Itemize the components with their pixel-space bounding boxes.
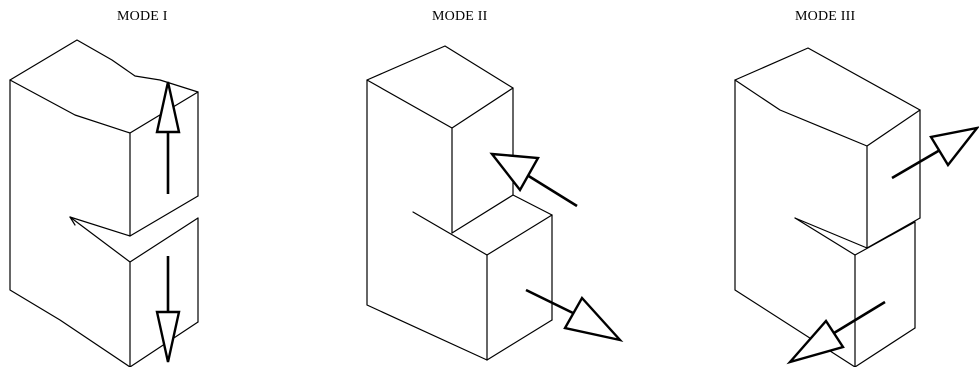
mode-3-left-edge xyxy=(734,79,856,367)
mode-2-back-arrow xyxy=(489,152,578,208)
mode-3-bottom-edge xyxy=(854,327,916,367)
mode-1-crack-upper-lip xyxy=(69,195,199,237)
mode-3-crack-lower xyxy=(794,217,856,256)
mode-3-in-arrow xyxy=(786,300,886,365)
mode-2-lower-top-edge xyxy=(486,214,553,256)
mode-3-lower-top-edge xyxy=(854,221,916,256)
mode-1-left-edge xyxy=(9,79,131,367)
mode-2-title: MODE II xyxy=(432,9,488,24)
mode-2-left-edge xyxy=(366,79,488,361)
mode-2-block xyxy=(366,45,553,361)
mode-1-title: MODE I xyxy=(117,9,168,24)
mode-1-upward-arrow xyxy=(155,81,181,194)
mode-1-crack-lower-lip xyxy=(69,216,199,263)
mode-2-top-face xyxy=(366,45,514,129)
mode-1-downward-arrow xyxy=(155,256,181,363)
mode-3-title: MODE III xyxy=(795,9,856,24)
mode-1-top-edge-back xyxy=(9,39,199,93)
mode-3-block xyxy=(734,47,921,367)
mode-3-top-edge-back xyxy=(734,47,921,111)
mode-2-bottom-edge xyxy=(486,319,553,361)
mode-2-crack-lower xyxy=(412,211,488,256)
mode-3-out-arrow xyxy=(891,126,979,180)
mode-1-crack-tip xyxy=(69,216,76,226)
mode-1-block xyxy=(9,39,199,367)
mode-2-forward-arrow xyxy=(525,288,624,342)
mode-3-crack-upper xyxy=(794,217,868,249)
mode-3-top-edge-front xyxy=(734,79,921,147)
mode-2-crack-upper xyxy=(451,194,553,234)
